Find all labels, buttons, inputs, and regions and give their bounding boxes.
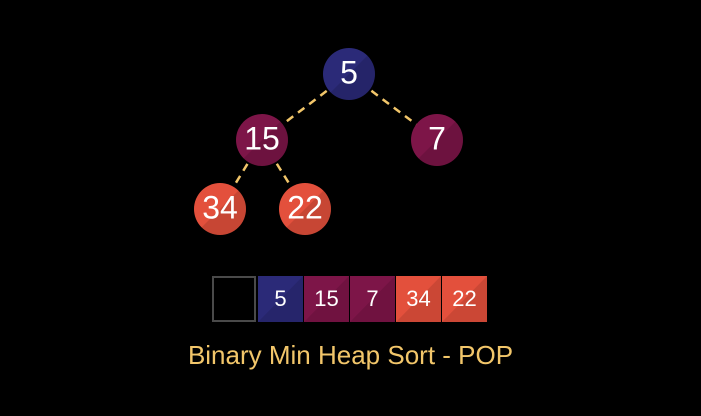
heap-node-circle [194,183,246,235]
array-cell: 22 [442,276,487,322]
array-cell-value: 7 [366,286,378,311]
heap-node-circle [236,114,288,166]
array-cell-shade [350,276,395,322]
array-cell-shade [304,276,349,322]
heap-node-circle [411,114,463,166]
heap-node-shade [243,121,288,166]
array-cell: 34 [396,276,441,322]
array-cell-value: 15 [314,286,338,311]
array-cell-shade [258,276,303,322]
heap-node-value: 22 [287,189,323,225]
array-cell: 5 [258,276,303,322]
array-cell-box [396,276,441,322]
array-cell-value: 22 [452,286,476,311]
heap-node-value: 5 [340,54,358,90]
array-cell-box [350,276,395,322]
heap-tree-canvas: 5 15 7 34 22 5 15 7 34 22 [194,48,487,322]
heap-node-value: 7 [428,120,446,156]
heap-node: 34 [194,183,246,236]
array-cell: 7 [350,276,395,322]
heap-node-shade [201,190,246,236]
heap-node-circle [279,183,331,235]
heap-node-value: 15 [244,120,280,156]
heap-node: 15 [236,114,288,166]
heap-node-shade [418,121,463,166]
array-cell-box [304,276,349,322]
heap-node-shade [286,190,331,235]
array-cell-empty [212,276,256,322]
array-cell-box [212,276,256,322]
heap-node-value: 34 [202,189,238,225]
array-cell-box [442,276,487,322]
heap-node: 5 [323,48,375,100]
array-cell-value: 5 [274,286,286,311]
heap-node-circle [323,48,375,100]
heap-node: 7 [411,114,463,166]
array-cell-shade [396,276,441,322]
array-cell-box [258,276,303,322]
heap-node-shade [330,55,375,100]
array-cell-value: 34 [406,286,430,311]
diagram-caption: Binary Min Heap Sort - POP [187,340,514,370]
heap-node: 22 [279,183,331,235]
array-cell: 15 [304,276,349,322]
array-cell-shade [442,276,487,322]
